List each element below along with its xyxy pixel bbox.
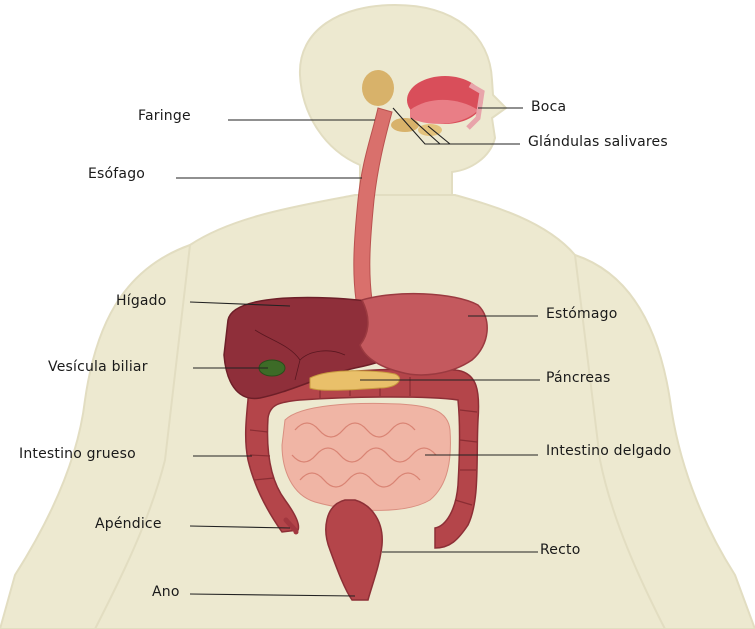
salivary-gland-parotid (362, 70, 394, 106)
label-glandulas-salivares: Glándulas salivares (528, 134, 668, 150)
label-ano: Ano (152, 584, 180, 600)
label-faringe: Faringe (138, 108, 191, 124)
label-estomago: Estómago (546, 306, 617, 322)
label-apendice: Apéndice (95, 516, 162, 532)
label-pancreas: Páncreas (546, 370, 611, 386)
salivary-gland-sub (391, 118, 419, 132)
stomach (360, 294, 487, 375)
label-esofago: Esófago (88, 166, 145, 182)
label-recto: Recto (540, 542, 580, 558)
label-boca: Boca (531, 99, 566, 115)
label-higado: Hígado (116, 293, 167, 309)
label-intestino-delgado: Intestino delgado (546, 443, 671, 459)
label-vesicula-biliar: Vesícula biliar (48, 359, 148, 375)
small-intestine (282, 403, 450, 510)
label-intestino-grueso: Intestino grueso (19, 446, 136, 462)
